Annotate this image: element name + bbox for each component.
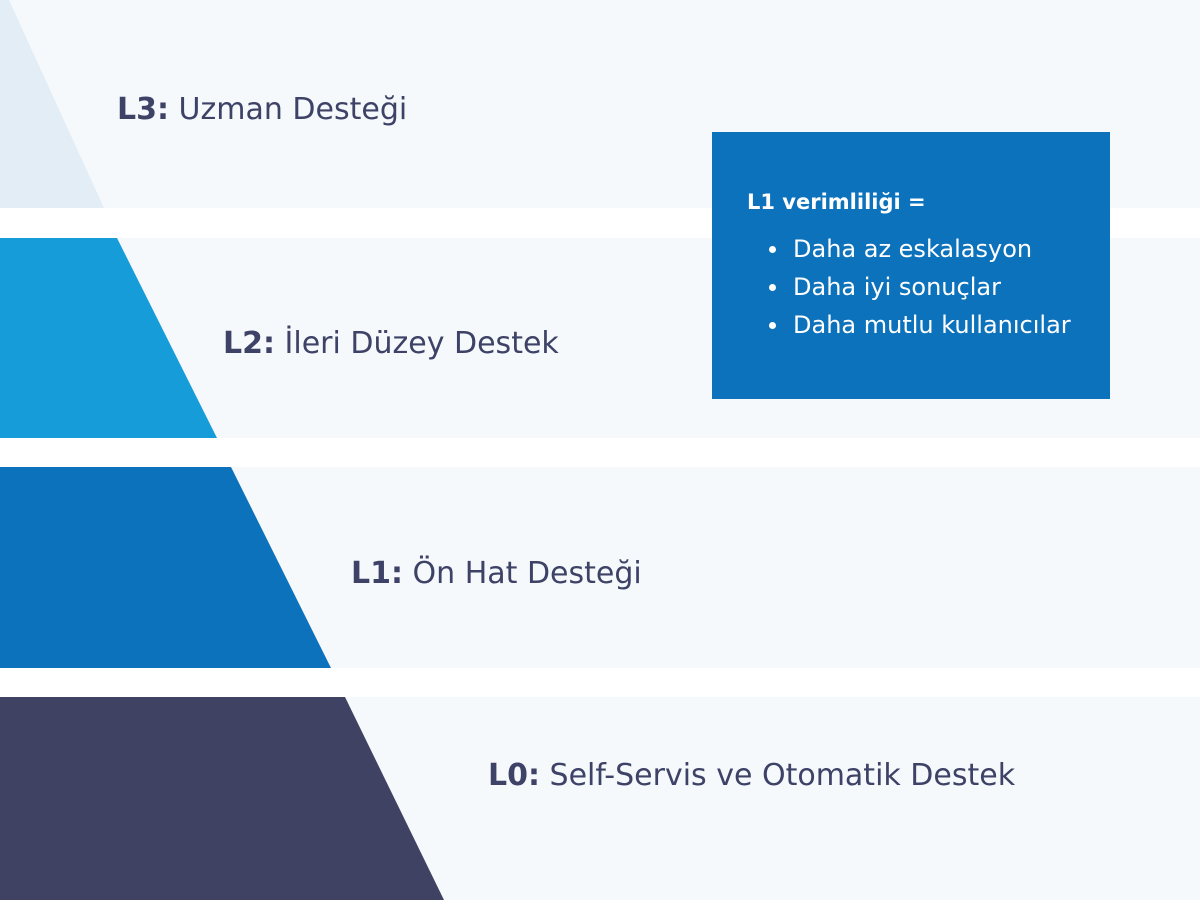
callout-list-item: Daha az eskalasyon	[769, 230, 1090, 268]
level-label-l0: L0: Self-Servis ve Otomatik Destek	[488, 758, 1015, 794]
wedge-l1	[0, 467, 331, 668]
callout-item-text: Daha mutlu kullanıcılar	[793, 311, 1071, 339]
level-name-l2: İleri Düzey Destek	[284, 326, 559, 361]
level-code-l2: L2:	[223, 326, 275, 361]
level-code-l1: L1:	[351, 556, 403, 591]
wedge-l3	[0, 0, 104, 208]
bullet-icon	[769, 246, 776, 253]
level-name-l0: Self-Servis ve Otomatik Destek	[549, 758, 1016, 793]
callout-item-text: Daha az eskalasyon	[793, 235, 1033, 263]
l1-efficiency-callout: L1 verimliliği = Daha az eskalasyon Daha…	[712, 132, 1110, 399]
callout-title: L1 verimliliği =	[747, 190, 926, 214]
wedge-l2	[0, 238, 217, 438]
level-label-l3: L3: Uzman Desteği	[117, 92, 407, 128]
callout-list-item: Daha mutlu kullanıcılar	[769, 306, 1090, 344]
callout-item-text: Daha iyi sonuçlar	[793, 273, 1001, 301]
level-code-l0: L0:	[488, 758, 540, 793]
level-label-l1: L1: Ön Hat Desteği	[351, 556, 642, 592]
callout-list-item: Daha iyi sonuçlar	[769, 268, 1090, 306]
wedge-l0	[0, 697, 444, 900]
level-name-l3: Uzman Desteği	[178, 92, 408, 127]
level-code-l3: L3:	[117, 92, 169, 127]
bullet-icon	[769, 284, 776, 291]
level-label-l2: L2: İleri Düzey Destek	[223, 326, 559, 362]
callout-list: Daha az eskalasyon Daha iyi sonuçlar Dah…	[747, 230, 1090, 344]
bullet-icon	[769, 322, 776, 329]
level-name-l1: Ön Hat Desteği	[412, 556, 642, 591]
